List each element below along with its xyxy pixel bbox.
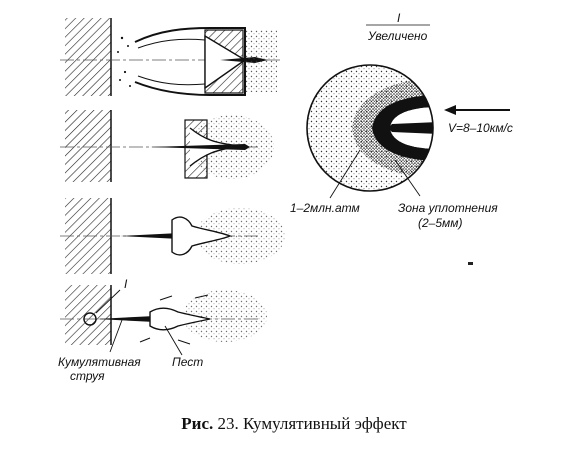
penetration-jet [96,316,155,322]
charge-inner-line-lower [137,75,206,86]
spray-arrows [139,294,209,345]
zone-label-line1: Зона уплотнения [398,201,498,215]
slug [149,307,211,331]
magnified-detail: I Увеличено V=8–10км/с 1–2млн.атм Зона у… [290,11,513,265]
figure-caption: Рис. 23. Кумулятивный эффект [0,414,588,434]
blast-spray [245,30,277,92]
liner-cone [204,34,247,90]
stray-mark [468,262,473,265]
jet [120,233,180,239]
stage-1 [60,18,280,96]
detail-title: Увеличено [367,29,428,43]
debris-particles [117,36,131,87]
detail-circle [306,64,434,192]
jet-label-line1: Кумулятивная [58,355,141,369]
stage-4: I Кумулятивная струя Пест [58,277,267,383]
blast-cloud [183,290,267,342]
jet-leader [109,319,123,353]
zone-label-line2: (2–5мм) [418,216,462,230]
slug-leader [164,325,183,356]
marker-leader [95,289,121,314]
jet-tip [388,122,433,134]
pressure-label: 1–2млн.атм [290,201,360,215]
target-wall [65,110,111,182]
jet-label-line2: струя [70,369,105,383]
slug-label: Пест [172,355,203,369]
slug [171,216,232,256]
target-wall [65,285,111,345]
jet [150,144,250,150]
stage-3 [60,198,285,274]
caption-text: 23. Кумулятивный эффект [213,414,407,433]
charge-inner-line [137,38,206,49]
velocity-label: V=8–10км/с [448,121,513,135]
caption-prefix: Рис. [181,414,214,433]
stage-2 [60,110,274,182]
velocity-arrowhead [444,105,456,115]
stage-marker-label: I [124,277,128,291]
crater-black-rim [372,95,433,161]
zone-leader [394,159,421,197]
pressure-leader [329,149,361,199]
blast-cloud [195,208,285,264]
detail-marker: I [397,11,401,25]
target-wall [65,18,111,96]
